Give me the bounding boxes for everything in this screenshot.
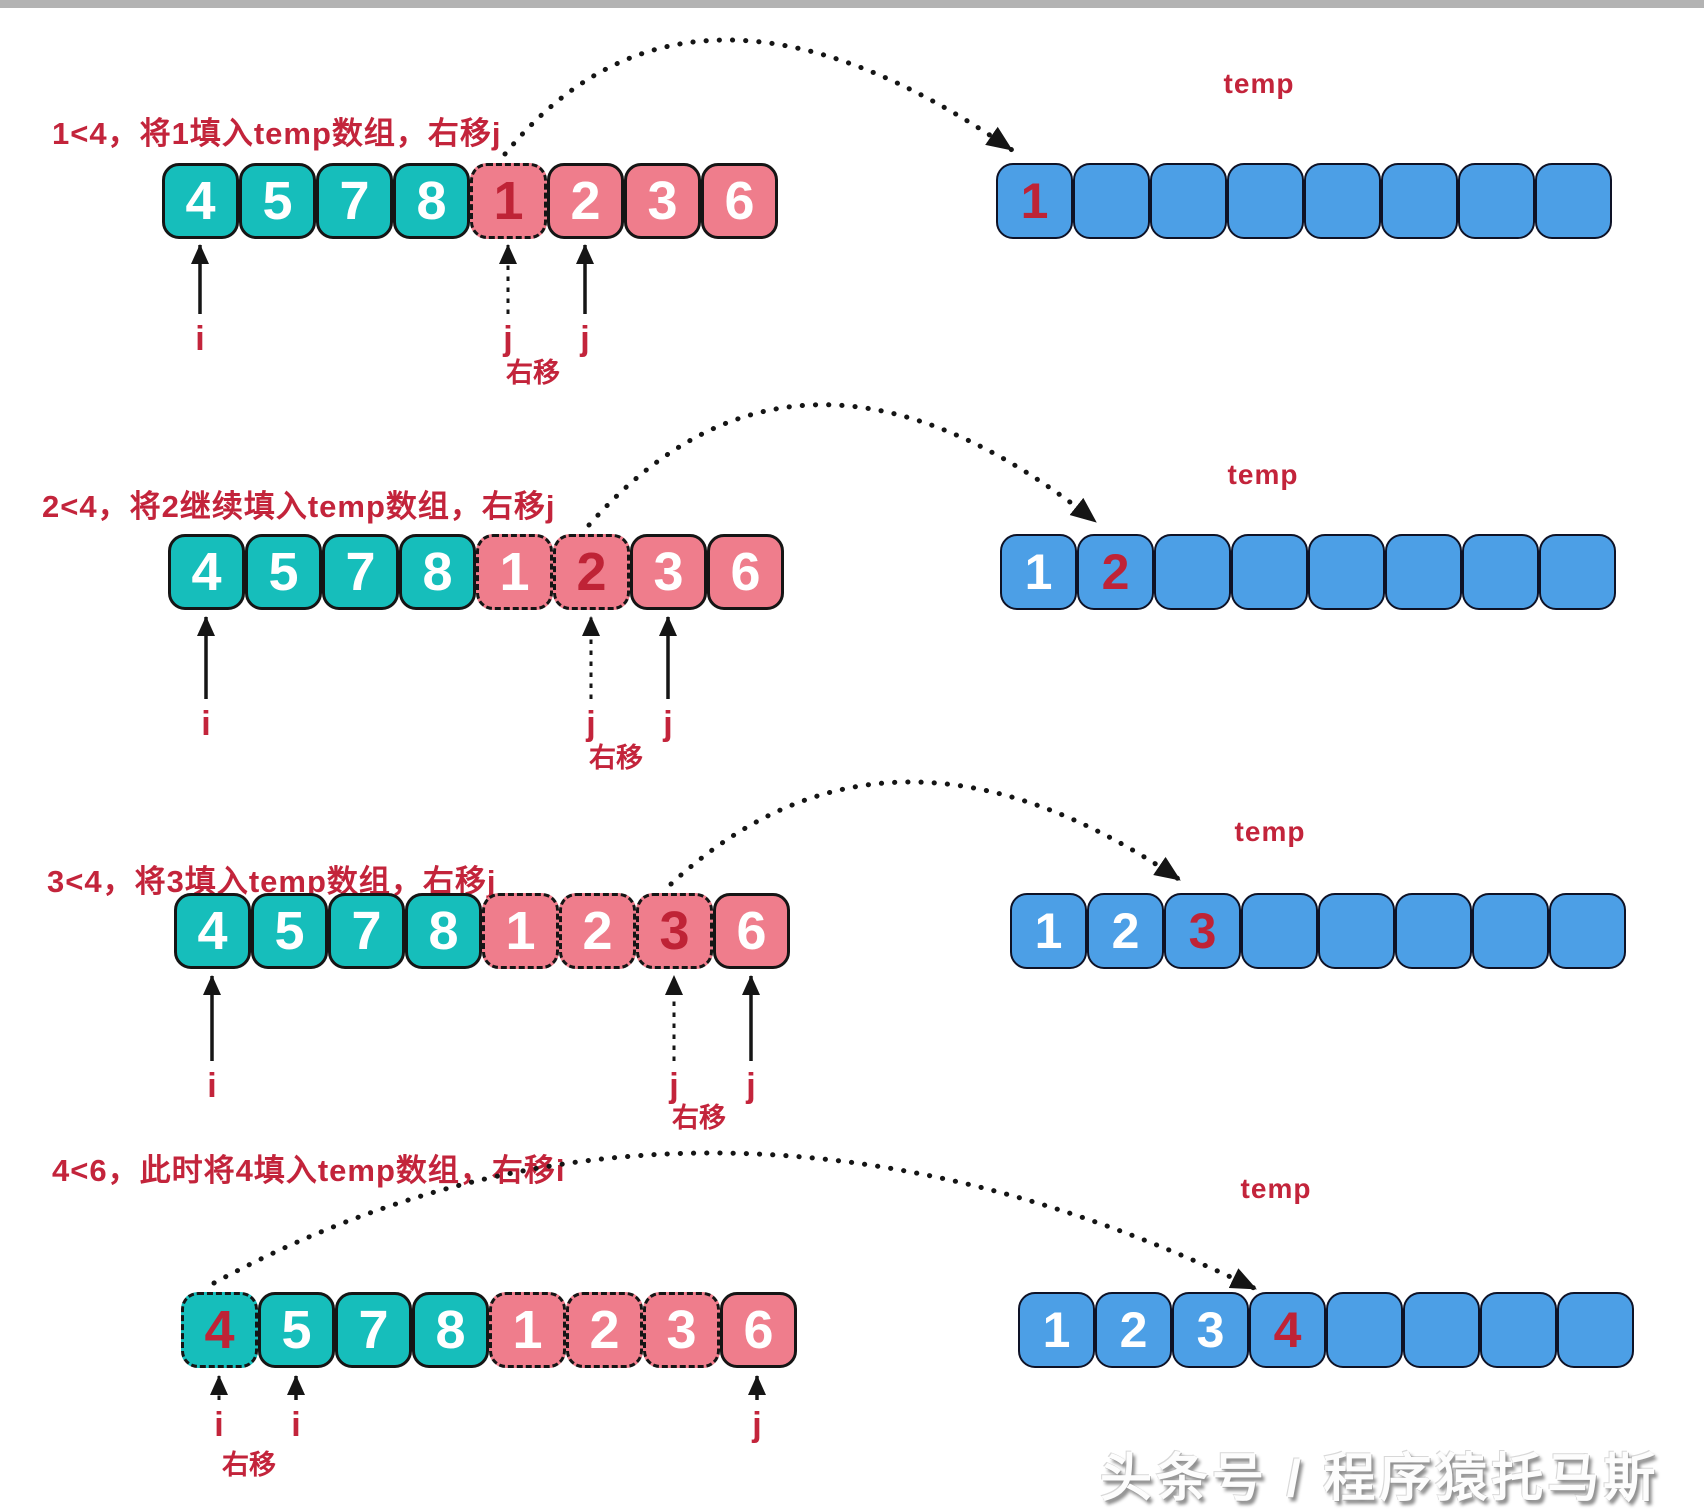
array-cell: 4	[162, 163, 239, 239]
array-cell: 5	[239, 163, 316, 239]
array-cell: 1	[476, 534, 553, 610]
pointer-label-j: j	[580, 320, 590, 358]
temp-cell: 3	[1172, 1292, 1249, 1368]
array-cell: 8	[399, 534, 476, 610]
temp-array-label: temp	[1240, 1173, 1312, 1204]
array-cell: 6	[701, 163, 778, 239]
temp-array: 1	[996, 163, 1612, 239]
array-cell: 5	[245, 534, 322, 610]
array-cell: 8	[405, 893, 482, 969]
array-cell: 1	[470, 163, 547, 239]
temp-cell	[1385, 534, 1462, 610]
pointer-label-j-dashed: j	[586, 705, 596, 743]
temp-cell	[1241, 893, 1318, 969]
temp-cell	[1381, 163, 1458, 239]
array-cell: 4	[181, 1292, 258, 1368]
pointer-label-i: i	[207, 1067, 217, 1105]
temp-cell	[1227, 163, 1304, 239]
temp-cell	[1462, 534, 1539, 610]
temp-cell	[1535, 163, 1612, 239]
shift-right-note: 右移	[672, 1103, 726, 1133]
temp-cell	[1326, 1292, 1403, 1368]
array-cell: 7	[316, 163, 393, 239]
temp-array-label: temp	[1234, 816, 1306, 847]
temp-cell: 2	[1095, 1292, 1172, 1368]
shift-right-note: 右移	[589, 743, 643, 773]
array-cell: 6	[707, 534, 784, 610]
temp-cell	[1150, 163, 1227, 239]
step-title: 2<4，将2继续填入temp数组，右移j	[42, 489, 556, 524]
array-cell: 2	[566, 1292, 643, 1368]
pointer-label-i: i	[201, 705, 211, 743]
array-cell: 2	[547, 163, 624, 239]
array-cell: 5	[258, 1292, 335, 1368]
temp-cell	[1318, 893, 1395, 969]
pointer-label-j: j	[746, 1067, 756, 1105]
array-cell: 2	[559, 893, 636, 969]
array-cell: 5	[251, 893, 328, 969]
array-cell: 4	[174, 893, 251, 969]
temp-cell	[1395, 893, 1472, 969]
array-cell: 8	[412, 1292, 489, 1368]
array-cell: 1	[489, 1292, 566, 1368]
array-cell: 1	[482, 893, 559, 969]
temp-array-label: temp	[1227, 459, 1299, 490]
temp-cell	[1073, 163, 1150, 239]
temp-cell	[1231, 534, 1308, 610]
temp-cell	[1308, 534, 1385, 610]
array-cell: 3	[630, 534, 707, 610]
temp-cell: 1	[1018, 1292, 1095, 1368]
pointer-label-j: j	[663, 705, 673, 743]
temp-cell	[1458, 163, 1535, 239]
temp-cell: 1	[1010, 893, 1087, 969]
pointer-label-i: i	[291, 1406, 301, 1444]
temp-cell: 2	[1077, 534, 1154, 610]
step-title: 1<4，将1填入temp数组，右移j	[52, 116, 502, 151]
temp-cell: 1	[996, 163, 1073, 239]
array-cell: 7	[335, 1292, 412, 1368]
array-cell: 7	[322, 534, 399, 610]
temp-cell	[1472, 893, 1549, 969]
shift-right-note: 右移	[506, 358, 560, 388]
array-cell: 8	[393, 163, 470, 239]
temp-cell: 4	[1249, 1292, 1326, 1368]
temp-cell	[1549, 893, 1626, 969]
array-cell: 7	[328, 893, 405, 969]
step-title: 4<6，此时将4填入temp数组，右移i	[52, 1153, 566, 1188]
temp-cell	[1304, 163, 1381, 239]
temp-cell	[1539, 534, 1616, 610]
temp-cell	[1480, 1292, 1557, 1368]
array-cell: 3	[636, 893, 713, 969]
pointer-label-j-dashed: j	[503, 320, 513, 358]
temp-array-label: temp	[1223, 68, 1295, 99]
temp-cell: 1	[1000, 534, 1077, 610]
temp-cell	[1403, 1292, 1480, 1368]
array-cell: 6	[720, 1292, 797, 1368]
move-arc-step-1	[502, 37, 1015, 157]
array-cell: 3	[624, 163, 701, 239]
pointer-label-i-dashed: i	[214, 1406, 224, 1444]
pointer-label-j-dashed: j	[669, 1067, 679, 1105]
array-cell: 6	[713, 893, 790, 969]
array-cell: 4	[168, 534, 245, 610]
array-cell: 2	[553, 534, 630, 610]
watermark: 头条号 / 程序猿托马斯	[1100, 1450, 1660, 1508]
pointer-label-j: j	[752, 1406, 762, 1444]
temp-cell: 3	[1164, 893, 1241, 969]
pointer-label-i: i	[195, 320, 205, 358]
temp-cell	[1557, 1292, 1634, 1368]
temp-cell	[1154, 534, 1231, 610]
array-cell: 3	[643, 1292, 720, 1368]
top-border-strip	[0, 0, 1704, 8]
temp-cell: 2	[1087, 893, 1164, 969]
shift-right-note: 右移	[222, 1450, 276, 1480]
